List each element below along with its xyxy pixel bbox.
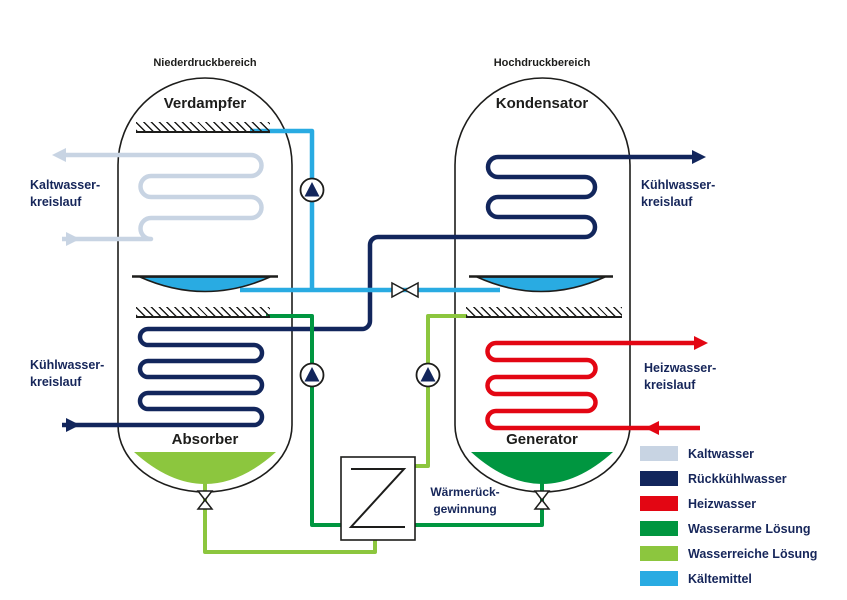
- legend-swatch-heizwasser: [640, 496, 678, 511]
- legend: Kaltwasser Rückkühlwasser Heizwasser Was…: [640, 441, 817, 591]
- legend-swatch-wasserreiche-loesung: [640, 546, 678, 561]
- generator-title: Generator: [506, 431, 578, 448]
- kuehlwasser-rechts-line1: Kühlwasser-: [641, 178, 716, 192]
- kuehlwasser-links-line1: Kühlwasser-: [30, 358, 105, 372]
- heizwasser-in-arrow-icon: [645, 421, 659, 435]
- high-pressure-area-label: Hochdruckbereich: [493, 57, 591, 69]
- verdampfer-basin: [139, 276, 271, 293]
- legend-item: Wasserarme Lösung: [640, 516, 817, 541]
- absorber-outlet-valve-icon: [196, 490, 214, 510]
- heizwasser-line1: Heizwasser-: [644, 361, 717, 375]
- legend-swatch-rueckkuehlwasser: [640, 471, 678, 486]
- waermerueck-line1: Wärmerück-: [430, 485, 500, 499]
- heizwasser-out-arrow-icon: [694, 336, 708, 350]
- kuehlwasser-kreislauf-links-label: Kühlwasser- kreislauf: [30, 357, 104, 391]
- solution-pump-left-icon: [299, 362, 325, 388]
- legend-label-heizwasser: Heizwasser: [688, 496, 757, 511]
- kaltwasser-out-arrow-icon: [52, 148, 66, 162]
- kaeltemittel-line: [240, 128, 500, 293]
- wasserreiche-loesung-line: [203, 314, 467, 554]
- kaltwasser-kreislauf-line1: Kaltwasser-: [30, 178, 101, 192]
- legend-item: Kältemittel: [640, 566, 817, 591]
- verdampfer-spray-nozzles: [136, 122, 270, 133]
- heat-exchanger-symbol: [348, 468, 407, 528]
- expansion-valve-icon: [391, 281, 419, 299]
- legend-label-rueckkuehlwasser: Rückkühlwasser: [688, 471, 787, 486]
- heizwasser-kreislauf-label: Heizwasser- kreislauf: [644, 360, 716, 394]
- verdampfer-title: Verdampfer: [163, 95, 247, 112]
- refrigerant-pump-icon: [299, 177, 325, 203]
- heizwasser-line2: kreislauf: [644, 378, 696, 392]
- generator-outlet-valve-icon: [533, 490, 551, 510]
- legend-label-wasserarme-loesung: Wasserarme Lösung: [688, 521, 811, 536]
- generator-spray-nozzles: [466, 307, 622, 318]
- absorber-solution-pool: [134, 452, 276, 484]
- kuehlwasser-rechts-line2: kreislauf: [641, 195, 693, 209]
- kondensator-basin: [476, 276, 606, 293]
- legend-item: Rückkühlwasser: [640, 466, 817, 491]
- legend-swatch-kaeltemittel: [640, 571, 678, 586]
- kaltwasser-kreislauf-label: Kaltwasser- kreislauf: [30, 177, 100, 211]
- kuehlwasser-kreislauf-rechts-label: Kühlwasser- kreislauf: [641, 177, 715, 211]
- solution-pump-right-icon: [415, 362, 441, 388]
- absorber-spray-nozzles: [136, 307, 270, 318]
- kaltwasser-coil: [62, 152, 264, 242]
- legend-label-kaeltemittel: Kältemittel: [688, 571, 752, 586]
- kuehlwasser-in-arrow-icon: [66, 418, 80, 432]
- kuehlwasser-links-line2: kreislauf: [30, 375, 82, 389]
- waermerueck-line2: gewinnung: [433, 502, 497, 516]
- legend-swatch-kaltwasser: [640, 446, 678, 461]
- kaltwasser-kreislauf-line2: kreislauf: [30, 195, 82, 209]
- legend-item: Heizwasser: [640, 491, 817, 516]
- legend-item: Wasserreiche Lösung: [640, 541, 817, 566]
- waermerueckgewinnung-label: Wärmerück- gewinnung: [420, 484, 510, 518]
- low-pressure-area-label: Niederdruckbereich: [153, 57, 257, 69]
- kuehlwasser-out-arrow-icon: [692, 150, 706, 164]
- legend-swatch-wasserarme-loesung: [640, 521, 678, 536]
- kondensator-title: Kondensator: [495, 95, 589, 112]
- heizwasser-coil: [485, 340, 702, 431]
- rueckkuehlwasser-line: [62, 154, 697, 428]
- legend-label-kaltwasser: Kaltwasser: [688, 446, 755, 461]
- legend-label-wasserreiche-loesung: Wasserreiche Lösung: [688, 546, 818, 561]
- absorber-title: Absorber: [171, 431, 239, 448]
- generator-solution-pool: [471, 452, 613, 484]
- legend-item: Kaltwasser: [640, 441, 817, 466]
- kaltwasser-in-arrow-icon: [66, 232, 80, 246]
